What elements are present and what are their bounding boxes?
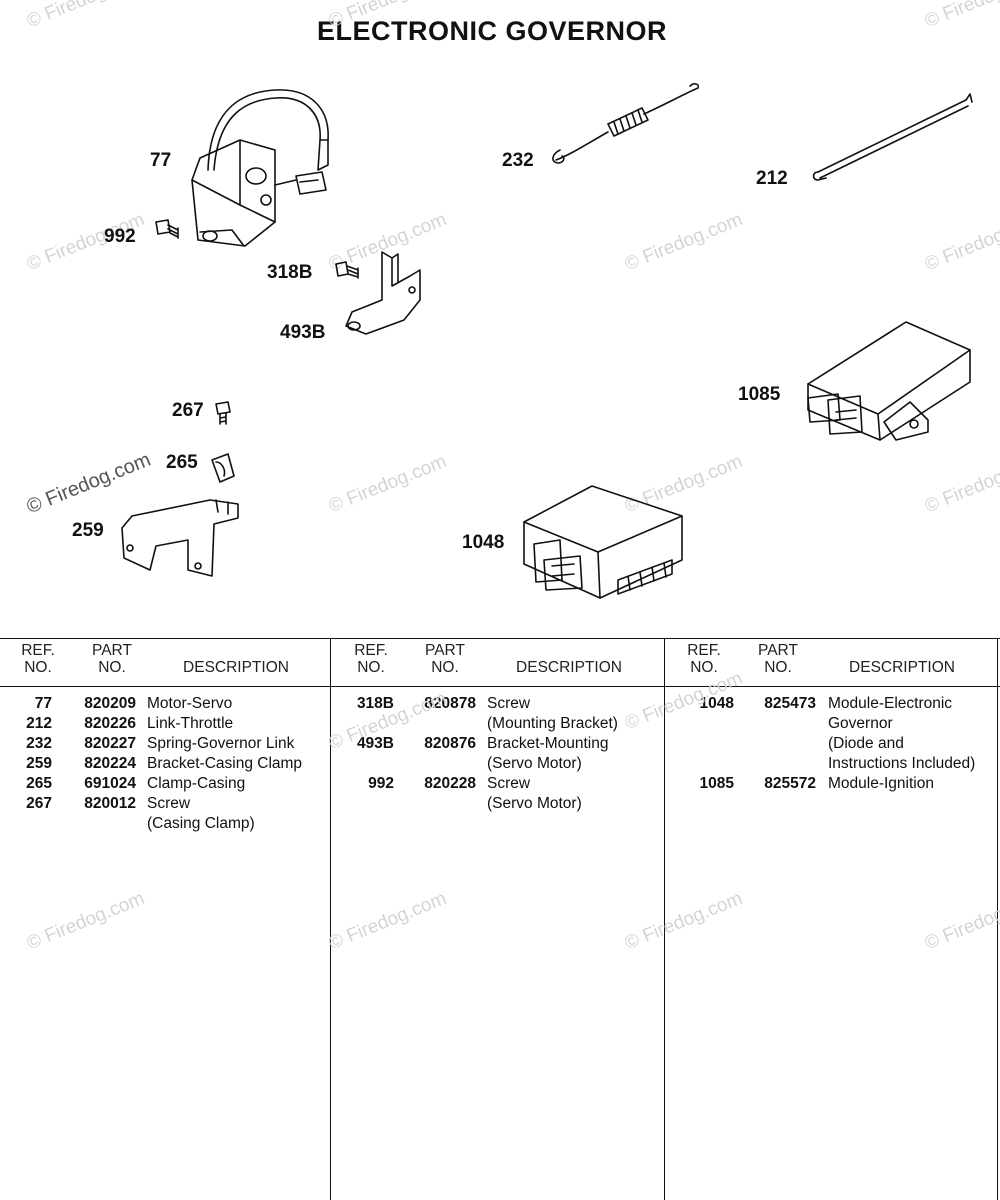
screw-992-illustration (155, 219, 179, 239)
governor-module-1048-illustration (523, 485, 683, 599)
ref-number: 77 (34, 695, 52, 712)
watermark: © Firedog.com (621, 888, 746, 955)
callout-label: 1085 (738, 384, 781, 405)
header-description: DESCRIPTION (849, 659, 955, 676)
table-top-rule (0, 638, 1000, 639)
ref-number: 493B (356, 735, 394, 752)
ref-number: 259 (26, 755, 52, 772)
screw-318b-illustration (335, 261, 359, 279)
parts-list-table: REF. NO. PART NO. DESCRIPTION REF. NO. P… (0, 638, 1000, 1200)
part-number: 820878 (424, 695, 476, 712)
clamp-265-illustration (211, 453, 235, 483)
part-description: Screw (Servo Motor) (487, 775, 582, 812)
part-description: Screw (Casing Clamp) (147, 795, 255, 832)
part-description: Bracket-Casing Clamp (147, 755, 303, 772)
part-number: 825473 (764, 695, 816, 712)
header-part-no: PART NO. (758, 642, 798, 676)
part-description: Module-Ignition (828, 775, 934, 792)
callout-label: 259 (72, 520, 104, 541)
part-number: 820876 (424, 735, 476, 752)
callout-label: 212 (756, 168, 788, 189)
part-description: Link-Throttle (147, 715, 234, 732)
callout-label: 265 (166, 452, 198, 473)
ref-number: 265 (26, 775, 52, 792)
callout-label: 232 (502, 150, 534, 171)
callout-label: 992 (104, 226, 136, 247)
ref-number: 1085 (699, 775, 734, 792)
table-header-rule (0, 686, 1000, 687)
header-part-no: PART NO. (92, 642, 132, 676)
watermark: © Firedog.com (921, 888, 1000, 955)
part-description: Bracket-Mounting (Servo Motor) (487, 735, 609, 772)
part-number: 820209 (84, 695, 136, 712)
part-number: 820227 (84, 735, 136, 752)
callout-label: 493B (280, 322, 326, 343)
bracket-259-illustration (121, 499, 239, 577)
ignition-module-1085-illustration (807, 321, 971, 441)
part-number: 820226 (84, 715, 136, 732)
callout-label: 77 (150, 150, 172, 171)
page-title: ELECTRONIC GOVERNOR (316, 16, 668, 46)
callout-label: 1048 (462, 532, 505, 553)
part-description: Motor-Servo (147, 695, 233, 712)
watermark: © Firedog.com (23, 888, 148, 955)
part-description: Clamp-Casing (147, 775, 246, 792)
header-part-no: PART NO. (425, 642, 465, 676)
part-description: Module-Electronic Governor (Diode and In… (828, 695, 976, 772)
part-number: 691024 (84, 775, 136, 792)
callout-label: 267 (172, 400, 204, 421)
ref-number: 318B (356, 695, 394, 712)
ref-number: 992 (368, 775, 394, 792)
watermark: © Firedog.com (325, 888, 450, 955)
header-ref-no: REF. NO. (21, 642, 55, 676)
ref-number: 232 (26, 735, 52, 752)
header-ref-no: REF. NO. (687, 642, 721, 676)
column-divider (997, 638, 998, 1200)
part-description: Spring-Governor Link (147, 735, 295, 752)
bracket-493b-illustration (345, 251, 421, 335)
part-number: 825572 (764, 775, 816, 792)
part-description: Screw (Mounting Bracket) (487, 695, 618, 732)
ref-number: 1048 (699, 695, 734, 712)
part-number: 820012 (84, 795, 136, 812)
callout-label: 318B (267, 262, 313, 283)
part-number: 820228 (424, 775, 476, 792)
servo-motor-illustration (191, 89, 329, 247)
header-ref-no: REF. NO. (354, 642, 388, 676)
column-divider (330, 638, 331, 1200)
header-description: DESCRIPTION (183, 659, 289, 676)
screw-267-illustration (215, 401, 231, 425)
header-description: DESCRIPTION (516, 659, 622, 676)
parts-diagram: ELECTRONIC GOVERNOR © Firedog.com © Fire… (24, 0, 1000, 599)
part-number: 820224 (84, 755, 136, 772)
ref-number: 267 (26, 795, 52, 812)
spring-232-illustration (552, 83, 700, 164)
parts-illustrations (121, 83, 973, 599)
throttle-link-212-illustration (812, 93, 973, 181)
ref-number: 212 (26, 715, 52, 732)
column-divider (664, 638, 665, 1200)
